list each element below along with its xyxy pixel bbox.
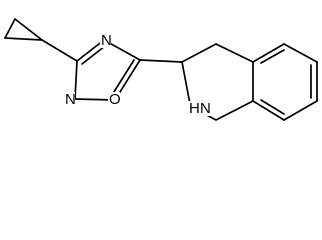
bond-c3-n4-double (81, 45, 106, 65)
bond-c3-n4 (76, 39, 105, 62)
bond-cp-2 (4, 37, 43, 41)
bond-c3-c4 (181, 43, 217, 63)
atom-mask-o1 (108, 92, 120, 107)
bond-ar-2 (283, 43, 318, 63)
oxadiazole-ring (74, 39, 141, 101)
bond-ar-double-3 (260, 99, 285, 115)
atom-label-ring-n-top: N (101, 32, 112, 49)
bond-cp-3 (14, 18, 43, 41)
bond-n2-c3 (74, 60, 78, 100)
bond-oxadiazole-thiq (139, 59, 183, 63)
atom-mask-n2 (64, 92, 75, 107)
atom-label-ring-o: O (109, 91, 121, 108)
atom-labels: N N O H N (64, 32, 211, 117)
atom-mask-n4 (100, 33, 111, 48)
structure-diagram: N N O H N (4, 18, 318, 121)
atom-label-ring-n-left: N (65, 91, 76, 108)
bond-ar-1 (252, 43, 285, 63)
bond-ar-double-1 (260, 49, 285, 64)
bond-cp-oxadiazole (41, 39, 78, 62)
bond-ar-4 (283, 100, 318, 121)
bond-n2-c3 (181, 61, 191, 105)
atom-mask-amine (188, 101, 211, 116)
cyclopropyl-ring (4, 18, 43, 41)
bond-c4-c4a (215, 43, 254, 63)
bond-ar-5 (252, 100, 285, 121)
bond-c5-o1-double (111, 59, 135, 96)
bond-c8a-c1 (215, 100, 254, 121)
tetrahydroisoquinoline (181, 43, 318, 121)
atom-label-amine-h: H (189, 100, 200, 117)
atom-label-amine-n: N (200, 100, 211, 117)
bond-cp-1 (4, 18, 16, 39)
